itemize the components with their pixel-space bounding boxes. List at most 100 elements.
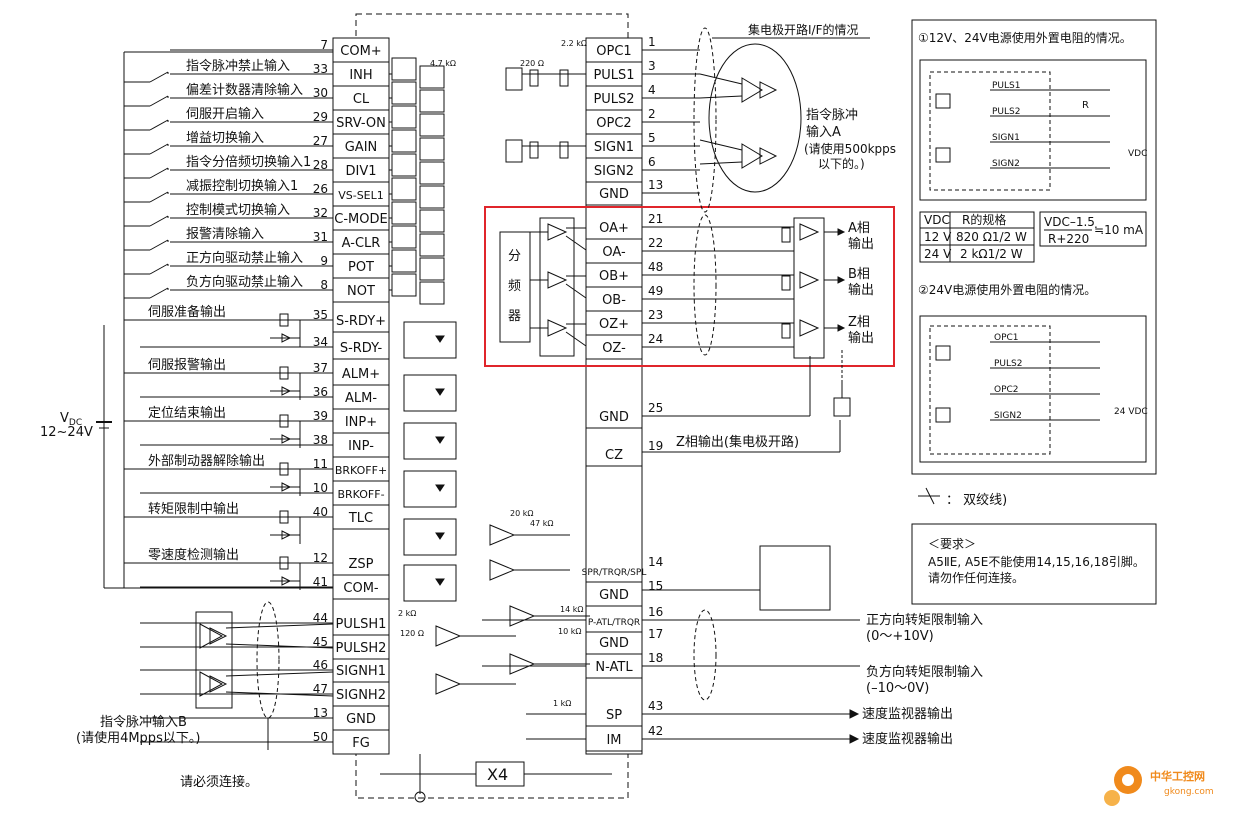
left-pin-29-name: SRV-ON: [336, 116, 386, 131]
desc-37: 伺服报警输出: [148, 357, 226, 373]
inset2-pin-3: SIGN2: [994, 411, 1022, 421]
left-pin-27-number: 27: [313, 134, 328, 148]
inset2-pin-2: OPC2: [994, 385, 1019, 395]
left-pin-33-number: 33: [313, 62, 328, 76]
right-pin-22-name: OA-: [602, 245, 626, 260]
analog-input-circuits: [435, 524, 590, 695]
left-pin-47-number: 47: [313, 682, 328, 696]
left-pin-41-name: COM-: [343, 581, 379, 596]
resistor-label-9: 1 kΩ: [553, 699, 571, 708]
note-line-1: A5ⅡE, A5E不能使用14,15,16,18引脚。: [928, 554, 1145, 569]
a-phase-label-1: A相: [848, 221, 870, 236]
left-pin-41-number: 41: [313, 575, 328, 589]
inset1-pin-0: PULS1: [992, 81, 1020, 91]
left-pin-10-number: 10: [313, 481, 328, 495]
resistor-label-8: 10 kΩ: [558, 627, 581, 636]
table-row-1-r: 820 Ω1/2 W: [956, 230, 1027, 244]
table-header-r: R的规格: [962, 212, 1006, 227]
resistor-label-2: 4.7 kΩ: [430, 59, 456, 68]
a-phase-label-2: 输出: [848, 236, 874, 252]
divider-label-1: 分: [508, 249, 521, 264]
b-phase-label-1: B相: [848, 267, 870, 282]
right-pin-5-number: 5: [648, 131, 656, 145]
right-pin-21-number: 21: [648, 212, 663, 226]
right-pin-25-number: 25: [648, 401, 663, 415]
inset1-pin-3: SIGN2: [992, 159, 1020, 169]
right-pin-42-number: 42: [648, 724, 663, 738]
table-row-1-vdc: 12 V: [924, 230, 952, 244]
right-pin-16-number: 16: [648, 605, 663, 619]
collector-if-label: 集电极开路I/F的情况: [748, 22, 859, 37]
left-pin-36-name: ALM-: [345, 391, 377, 406]
pulse-input-b-drivers: [195, 611, 334, 750]
pulse-input-a-note-2: 以下的。): [818, 156, 865, 171]
divider-block: [499, 231, 531, 343]
output-relay-lines: [124, 313, 457, 602]
left-pin-13-name: GND: [346, 712, 376, 727]
right-pin-23-name: OZ+: [599, 317, 629, 332]
resistor-label-4: 47 kΩ: [530, 519, 553, 528]
right-pin-17-name: GND: [599, 636, 629, 651]
right-pin-3-name: PULS1: [593, 68, 634, 83]
inset2-pin-1: PULS2: [994, 359, 1022, 369]
left-pin-30-number: 30: [313, 86, 328, 100]
left-pin-50-name: FG: [352, 736, 370, 751]
desc-33: 指令脉冲禁止输入: [186, 58, 290, 74]
left-pin-45-name: PULSH2: [336, 641, 387, 656]
left-pin-39-name: INP+: [345, 415, 377, 430]
left-pin-38-name: INP-: [348, 439, 374, 454]
right-pin-3-number: 3: [648, 59, 656, 73]
left-pin-9-name: POT: [348, 260, 374, 275]
right-pin-23-number: 23: [648, 308, 663, 322]
left-pin-8-number: 8: [320, 278, 328, 292]
resistor-label-0: 2.2 kΩ: [561, 39, 587, 48]
left-pin-33-name: INH: [349, 68, 372, 83]
encoder-output-highlight: [484, 206, 895, 367]
right-pin-22-number: 22: [648, 236, 663, 250]
desc-27: 增益切换输入: [186, 130, 264, 146]
left-pin-34-number: 34: [313, 335, 328, 349]
line-drivers: [530, 223, 587, 347]
z-phase-label-1: Z相: [848, 315, 870, 330]
speed-monitor-label-1: 速度监视器输出: [862, 706, 953, 722]
formula-denominator: R+220: [1048, 232, 1089, 246]
right-pin-17-number: 17: [648, 627, 663, 641]
inset2-v24-label: 24 VDC: [1114, 407, 1148, 417]
desc-28: 指令分倍频切换输入1: [186, 154, 311, 170]
right-pin-19-name: CZ: [605, 448, 623, 463]
watermark: 中华工控网 gkong.com: [1104, 766, 1214, 806]
table-row-2-vdc: 24 V: [924, 247, 952, 261]
inset1-pin-2: SIGN1: [992, 133, 1020, 143]
fwd-torque-label: 正方向转矩限制输入: [866, 612, 983, 628]
resistor-label-7: 14 kΩ: [560, 605, 583, 614]
left-pin-34-name: S-RDY-: [340, 341, 383, 356]
left-pin-36-number: 36: [313, 385, 328, 399]
right-pin-2-name: OPC2: [596, 116, 631, 131]
right-pin-15-number: 15: [648, 579, 663, 593]
watermark-sub: gkong.com: [1164, 787, 1214, 797]
line-receivers: [781, 223, 846, 339]
table-row-2-r: 2 kΩ1/2 W: [960, 247, 1023, 261]
left-pin-39-number: 39: [313, 409, 328, 423]
right-pin-48-number: 48: [648, 260, 663, 274]
inset2-pin-0: OPC1: [994, 333, 1019, 343]
fwd-range-label: (0～+10V): [866, 629, 934, 644]
vdc-label: VDC: [60, 411, 82, 428]
resistor-label-6: 120 Ω: [400, 629, 424, 638]
watermark-main: 中华工控网: [1150, 769, 1205, 783]
resistor-label-3: 20 kΩ: [510, 509, 533, 518]
left-pin-50-number: 50: [313, 730, 328, 744]
right-pin-49-number: 49: [648, 284, 663, 298]
left-pin-30-name: CL: [353, 92, 370, 107]
left-pin-32-name: C-MODE: [334, 212, 387, 227]
right-pin-2-number: 2: [648, 107, 656, 121]
pulse-input-b-label-1: 指令脉冲输入B: [100, 714, 187, 730]
right-pin-13-number: 13: [648, 178, 663, 192]
left-pin-37-name: ALM+: [342, 367, 380, 382]
left-pin-29-number: 29: [313, 110, 328, 124]
z-phase-label-2: 输出: [848, 330, 874, 346]
right-pin-1-number: 1: [648, 35, 656, 49]
